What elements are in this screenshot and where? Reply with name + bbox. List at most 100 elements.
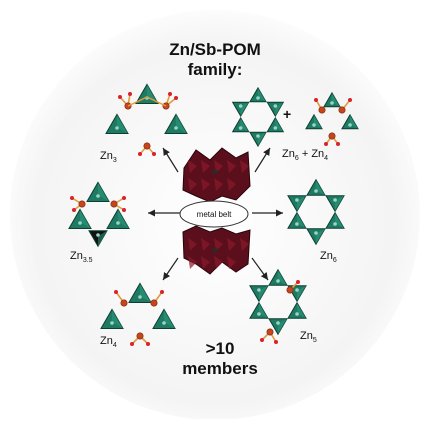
arrow — [251, 257, 269, 281]
metal-belt-label: metal belt — [197, 210, 232, 219]
tetrahedron-center-atom — [78, 221, 82, 225]
tetrahedron-center-atom — [174, 126, 178, 130]
label-zn3: Zn3 — [100, 150, 117, 165]
tetrahedron-center-atom — [295, 198, 299, 202]
zn-atom — [286, 286, 294, 294]
oxygen-atom — [130, 342, 134, 346]
zn-center — [130, 332, 150, 346]
tetrahedron-center-atom — [96, 194, 100, 198]
oxygen-atom — [314, 98, 318, 102]
ring-tetrahedron — [249, 131, 267, 148]
oxygen-atom — [122, 208, 126, 212]
cluster-tetrahedron — [128, 282, 152, 303]
tetrahedron-highlight — [140, 283, 151, 303]
tetrahedron-highlight — [258, 302, 268, 319]
tetrahedron-center-atom — [312, 123, 316, 127]
zn-atom — [338, 106, 346, 114]
tetrahedron-center-atom — [256, 134, 260, 138]
ring-tetrahedron — [287, 301, 307, 319]
core-octahedron — [227, 238, 236, 251]
tetrahedron-center-atom — [96, 233, 100, 237]
core-octahedron — [201, 238, 210, 251]
core-octahedron — [214, 160, 223, 173]
tetrahedron-highlight — [316, 228, 325, 245]
zn-center — [150, 290, 164, 307]
central-polyoxometalate-core: metal belt — [179, 147, 251, 275]
ring-tetrahedron — [287, 211, 307, 229]
zn6-star — [231, 86, 285, 148]
zn-atom — [328, 132, 336, 140]
tetrahedron-highlight — [147, 84, 158, 104]
core-octahedron — [240, 238, 249, 251]
oxygen-atom — [70, 196, 74, 200]
tetrahedron-highlight — [240, 117, 249, 132]
tetrahedron-highlight — [335, 195, 345, 212]
cluster-tetrahedron — [106, 208, 130, 229]
tetrahedron-center-atom — [330, 101, 334, 105]
tetrahedron-center-atom — [115, 126, 119, 130]
oxygen-atom — [260, 338, 264, 342]
core-lower-half — [182, 225, 251, 275]
cluster-tetrahedron — [305, 113, 323, 130]
cluster-zn6-plus-zn4 — [231, 86, 359, 148]
ring-tetrahedron — [231, 101, 250, 118]
tetrahedron-highlight — [164, 309, 175, 329]
tetrahedron-center-atom — [257, 312, 261, 316]
ring-tetrahedron — [268, 268, 288, 286]
core-octahedron — [227, 256, 236, 269]
zn-center — [338, 98, 352, 114]
oxygen-atom — [146, 342, 150, 346]
ring-tetrahedron — [306, 228, 326, 246]
label-zn6: Zn6 — [320, 250, 337, 265]
arrow — [162, 147, 179, 173]
tetrahedron-center-atom — [238, 104, 243, 108]
zn-center — [114, 290, 128, 307]
tetrahedron-highlight — [332, 92, 340, 107]
oxygen-atom — [336, 142, 340, 146]
tetrahedron-center-atom — [273, 104, 278, 108]
zn-atom — [318, 106, 326, 114]
ring-tetrahedron — [249, 285, 269, 303]
core-octahedron — [214, 238, 223, 251]
label-zn6-zn4: Zn6 + Zn4 — [282, 148, 329, 163]
tetrahedron-highlight — [297, 302, 307, 319]
oxygen-atom — [138, 152, 142, 156]
dark-tetrahedron — [88, 230, 108, 248]
tetrahedron-highlight — [98, 182, 109, 202]
tetrahedron-highlight — [275, 117, 284, 132]
cluster-zn5 — [249, 268, 307, 344]
oxygen-atom — [160, 290, 164, 294]
oxygen-atom — [324, 142, 328, 146]
zn-atom — [136, 332, 144, 340]
zn-bond — [127, 96, 148, 107]
arrow — [162, 257, 179, 281]
footer: >10 members — [150, 339, 290, 379]
zn-center — [138, 142, 156, 156]
oxygen-atom — [114, 290, 118, 294]
zn-center — [260, 328, 278, 344]
ring-tetrahedron — [266, 101, 285, 118]
cluster-tetrahedron — [68, 208, 92, 229]
tetrahedron-center-atom — [276, 279, 280, 283]
zn-center — [110, 196, 126, 212]
tetrahedron-center-atom — [314, 189, 318, 193]
tetrahedron-highlight — [297, 285, 307, 302]
tetrahedron-highlight — [258, 132, 266, 147]
zn-center — [314, 98, 326, 114]
oxygen-atom — [128, 92, 132, 96]
arrows-layer — [148, 147, 283, 281]
title-line-2: family: — [187, 60, 243, 79]
zn-atom — [266, 328, 274, 336]
tetrahedron-center-atom — [162, 321, 166, 325]
core-octahedron — [214, 178, 223, 191]
sb-atom — [212, 169, 218, 175]
zn-atom — [120, 299, 128, 307]
cluster-zn6 — [287, 178, 345, 246]
zn-atom — [143, 142, 151, 150]
tetrahedron-highlight — [118, 209, 129, 229]
cluster-tetrahedron — [341, 113, 359, 130]
tetrahedron-highlight — [258, 87, 266, 102]
oxygen-atom — [274, 340, 278, 344]
